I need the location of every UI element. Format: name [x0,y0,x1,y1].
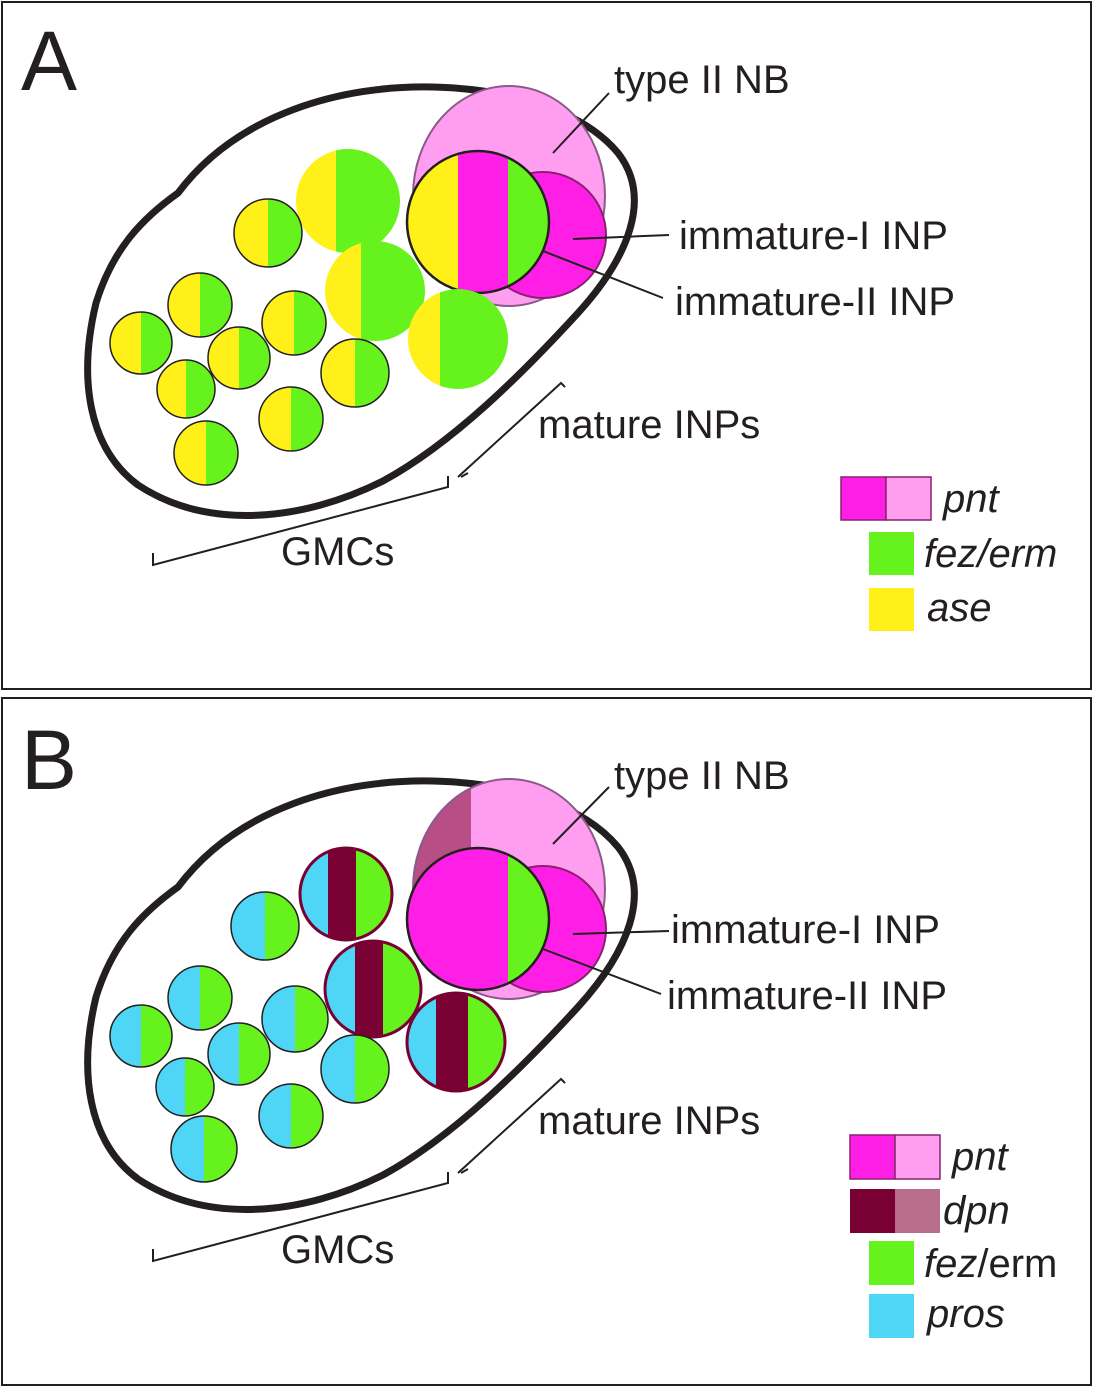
immature-ii-inp-cell [405,149,551,295]
legend-label-fez-erm: fez/erm [924,1242,1057,1286]
panel-a-diagram: A [21,14,1057,631]
label-immature-i-inp: immature-I INP [671,908,940,952]
legend-swatch-pnt [840,476,887,521]
legend-swatch-pros [869,1294,914,1338]
label-type-ii-nb: type II NB [614,754,790,798]
label-immature-ii-inp: immature-II INP [675,280,955,324]
legend-swatch-dpn [850,1189,895,1233]
legend-swatch-ase [869,588,914,631]
panel-a: A [1,1,1092,690]
gmcs-bracket [152,476,449,567]
legend-swatch-dpn-light [895,1189,940,1233]
legend: pnt dpn fez/erm pros [849,1134,1057,1338]
panel-letter: B [21,713,77,807]
panel-b-diagram: B [21,713,1057,1338]
legend-label-ase: ase [927,586,992,630]
legend: pnt fez/erm ase [840,476,1057,631]
type-ii-nb-leader [552,92,610,154]
mature-inps-bracket [457,381,566,478]
type-ii-nb-leader [552,786,610,845]
immature-i-leader [572,930,670,935]
immature-ii-leader [542,948,662,995]
legend-swatch-fez-erm [869,1241,914,1285]
label-immature-ii-inp: immature-II INP [667,974,947,1018]
legend-swatch-fez-erm [869,532,914,575]
label-mature-inps: mature INPs [538,403,760,447]
legend-label-fez-erm: fez/erm [924,532,1057,576]
lobe-outline [84,83,638,519]
legend-label-pnt: pnt [951,1135,1009,1179]
label-mature-inps: mature INPs [538,1099,760,1143]
immature-ii-leader [542,250,664,299]
label-type-ii-nb: type II NB [614,58,790,102]
gmcs-bracket [152,1172,449,1263]
mature-inps-bracket [457,1077,566,1174]
legend-label-pros: pros [926,1292,1005,1336]
legend-label-pnt: pnt [942,477,1000,521]
legend-label-fez: fez [924,1242,977,1286]
legend-label-erm: /erm [977,1242,1057,1286]
label-gmcs: GMCs [281,1228,394,1272]
lobe-outline [84,777,638,1213]
panel-b: B [1,697,1092,1386]
immature-ii-inp-cell [405,846,551,992]
panel-letter: A [21,14,77,108]
label-gmcs: GMCs [281,530,394,574]
legend-swatch-pnt-light [894,1134,941,1180]
label-immature-i-inp: immature-I INP [679,214,948,258]
legend-label-dpn: dpn [943,1189,1010,1233]
legend-swatch-pnt [849,1134,896,1180]
legend-swatch-pnt-light [885,476,932,521]
immature-i-leader [572,234,670,240]
